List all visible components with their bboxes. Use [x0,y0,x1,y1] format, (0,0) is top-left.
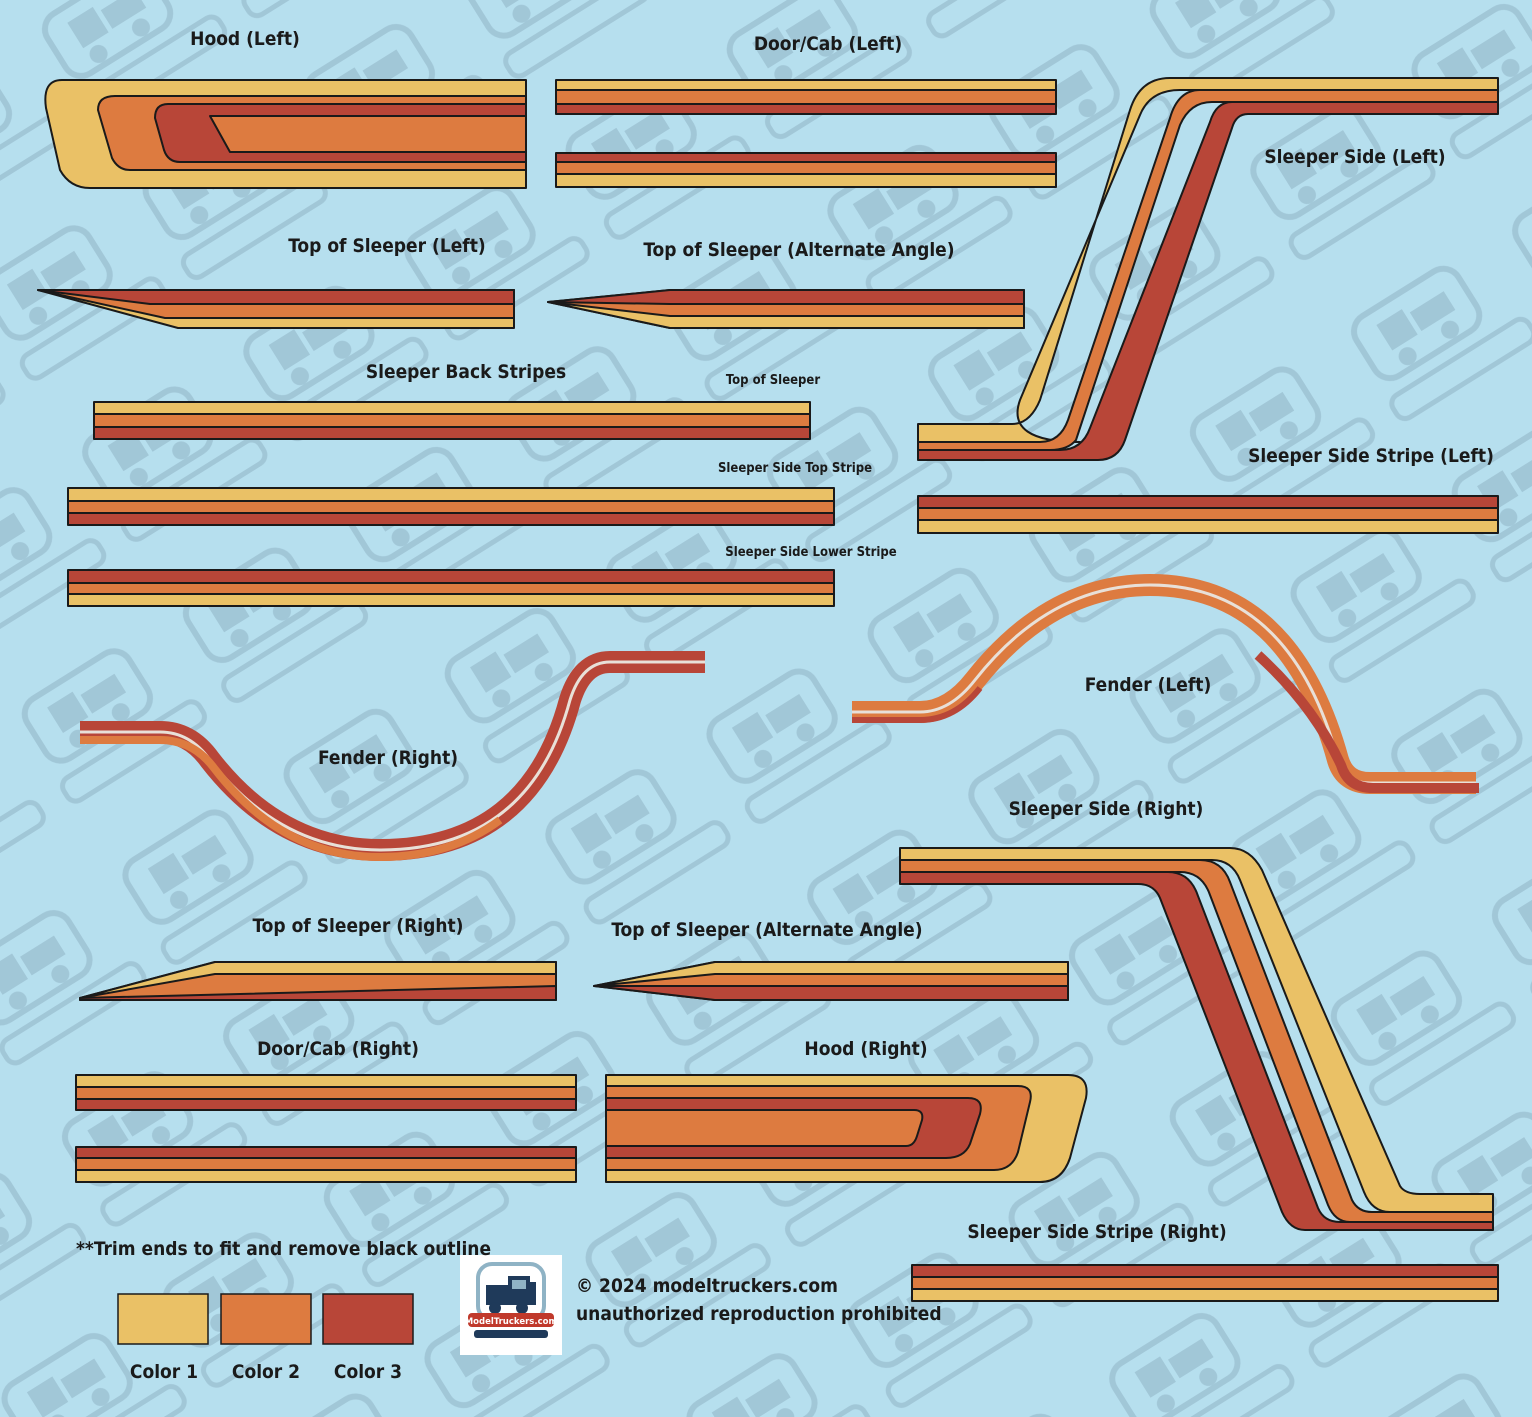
color-3-swatch [322,1293,414,1345]
fender-right-decal [80,651,705,862]
door-cab-right-decal [75,1074,577,1183]
label-fender-right: Fender (Right) [318,747,458,769]
sleeper-side-stripe-left-decal [917,495,1499,534]
label-top-of-sleeper-left: Top of Sleeper (Left) [288,235,485,257]
logo-text: ModelTruckers.com [465,1317,558,1327]
label-sleeper-side-stripe-right: Sleeper Side Stripe (Right) [967,1221,1226,1243]
hood-left-decal [44,79,527,189]
label-sleeper-back-stripes: Sleeper Back Stripes [366,361,566,383]
label-sleeper-side-right: Sleeper Side (Right) [1009,798,1204,820]
copyright-text: © 2024 modeltruckers.com [576,1275,838,1297]
legend-label-color-2: Color 2 [232,1361,300,1383]
truck-icon [486,1276,536,1314]
label-top-of-sleeper-right: Top of Sleeper (Right) [253,915,464,937]
label-hood-right: Hood (Right) [804,1038,927,1060]
sleeper-side-stripe-right-decal [911,1264,1499,1302]
sleeper-side-left-decal [917,77,1499,461]
logo-stars-bar [474,1330,548,1338]
label-fender-left: Fender (Left) [1085,674,1212,696]
legend-label-color-3: Color 3 [334,1361,402,1383]
label-sleeper-side-left: Sleeper Side (Left) [1264,146,1445,168]
color-2-swatch [220,1293,312,1345]
sleeper-side-right-decal [899,847,1494,1231]
label-top-of-sleeper-small: Top of Sleeper [726,373,821,388]
top-of-sleeper-right-decal [79,961,557,1001]
label-sleeper-side-lower-stripe: Sleeper Side Lower Stripe [725,545,896,560]
logo-banner [468,1313,554,1327]
color-1-swatch [117,1293,209,1345]
trim-note: **Trim ends to fit and remove black outl… [76,1238,491,1260]
label-hood-left: Hood (Left) [190,28,300,50]
label-top-of-sleeper-alt-2: Top of Sleeper (Alternate Angle) [611,919,922,941]
label-sleeper-side-stripe-left: Sleeper Side Stripe (Left) [1248,445,1494,467]
label-door-cab-right: Door/Cab (Right) [257,1038,419,1060]
sleeper-back-stripes-decal [67,401,835,607]
fender-left-decal [852,573,1479,794]
color-legend [117,1293,414,1345]
top-of-sleeper-alt1-decal [547,289,1025,329]
label-door-cab-left: Door/Cab (Left) [754,33,902,55]
modeltruckers-logo: ModelTruckers.com [460,1255,562,1355]
door-cab-left-decal [555,79,1057,188]
label-top-of-sleeper-alt-1: Top of Sleeper (Alternate Angle) [643,239,954,261]
top-of-sleeper-alt2-decal [593,961,1069,1001]
label-sleeper-side-top-stripe: Sleeper Side Top Stripe [718,461,872,476]
top-of-sleeper-left-decal [37,289,515,329]
legend-label-color-1: Color 1 [130,1361,198,1383]
reproduction-notice: unauthorized reproduction prohibited [576,1303,942,1325]
hood-right-decal [605,1074,1088,1183]
